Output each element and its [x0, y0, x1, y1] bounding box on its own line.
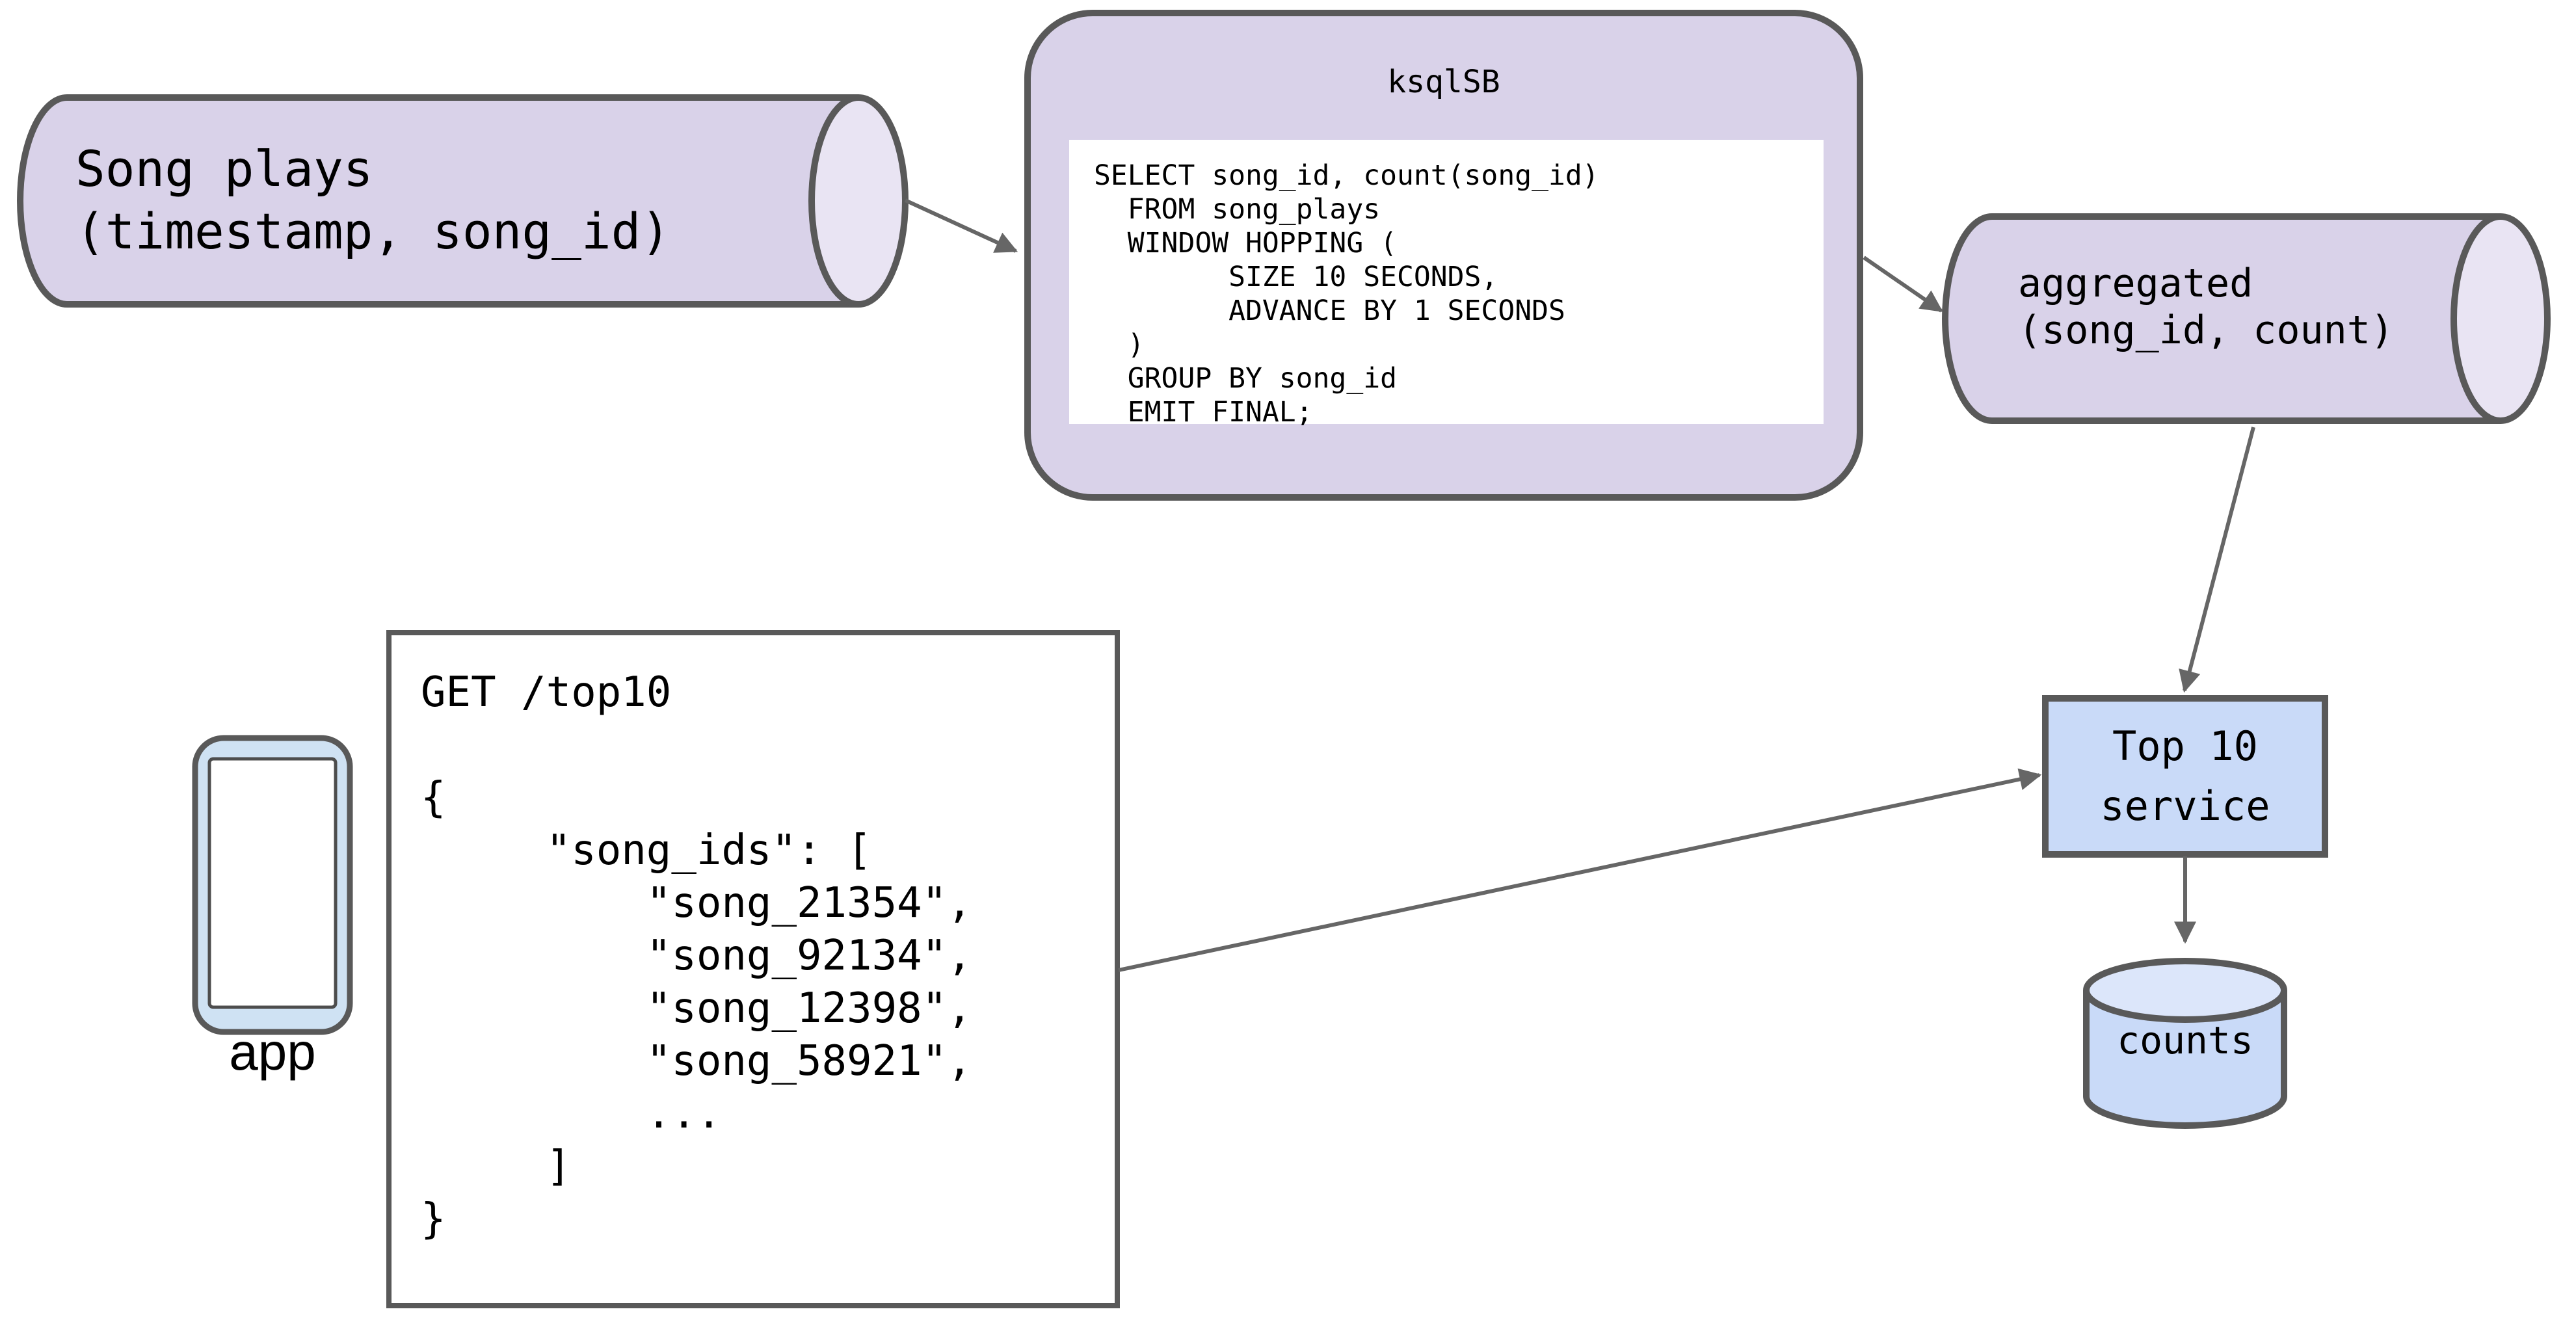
ksqldb-query-code: SELECT song_id, count(song_id) FROM song…: [1094, 159, 1599, 429]
smartphone-icon: [192, 735, 353, 1035]
counts-store-cylinder: [2083, 958, 2287, 1129]
counts-cylinder-body: [2083, 990, 2287, 1129]
top10-service-box: [2042, 695, 2328, 858]
top10-service-label: Top 10 service: [2100, 722, 2270, 830]
ksqldb-title: ksqlSB: [1387, 64, 1500, 100]
aggregated-topic-label: aggregated (song_id, count): [2018, 261, 2394, 353]
song-plays-topic-label: Song plays (timestamp, song_id): [75, 140, 671, 260]
song-plays-cylinder-body: [17, 94, 858, 308]
counts-cylinder-top: [2083, 958, 2287, 1023]
request-response-box: [386, 630, 1120, 1308]
app-client-label: app: [229, 1023, 316, 1081]
song-plays-cylinder-cap: [808, 94, 909, 308]
aggregated-topic-cylinder: [1942, 213, 2551, 424]
aggregated-cylinder-cap: [2450, 213, 2551, 424]
smartphone-screen: [207, 757, 338, 1009]
song-plays-topic-cylinder: [17, 94, 909, 308]
arrow-request-to-top10-service: [1118, 768, 2042, 972]
ksqldb-box: [1024, 10, 1863, 501]
aggregated-cylinder-body: [1942, 213, 2501, 424]
request-response-code: GET /top10 { "song_ids": [ "song_21354",…: [421, 668, 972, 1243]
arrow-aggregated-to-top10-service: [2179, 427, 2255, 693]
arrow-song-plays-to-ksqldb: [904, 198, 1018, 253]
ksqldb-query-panel: [1069, 140, 1824, 424]
counts-store-label: counts: [2117, 1018, 2253, 1062]
arrow-ksqldb-to-aggregated: [1863, 256, 1943, 313]
